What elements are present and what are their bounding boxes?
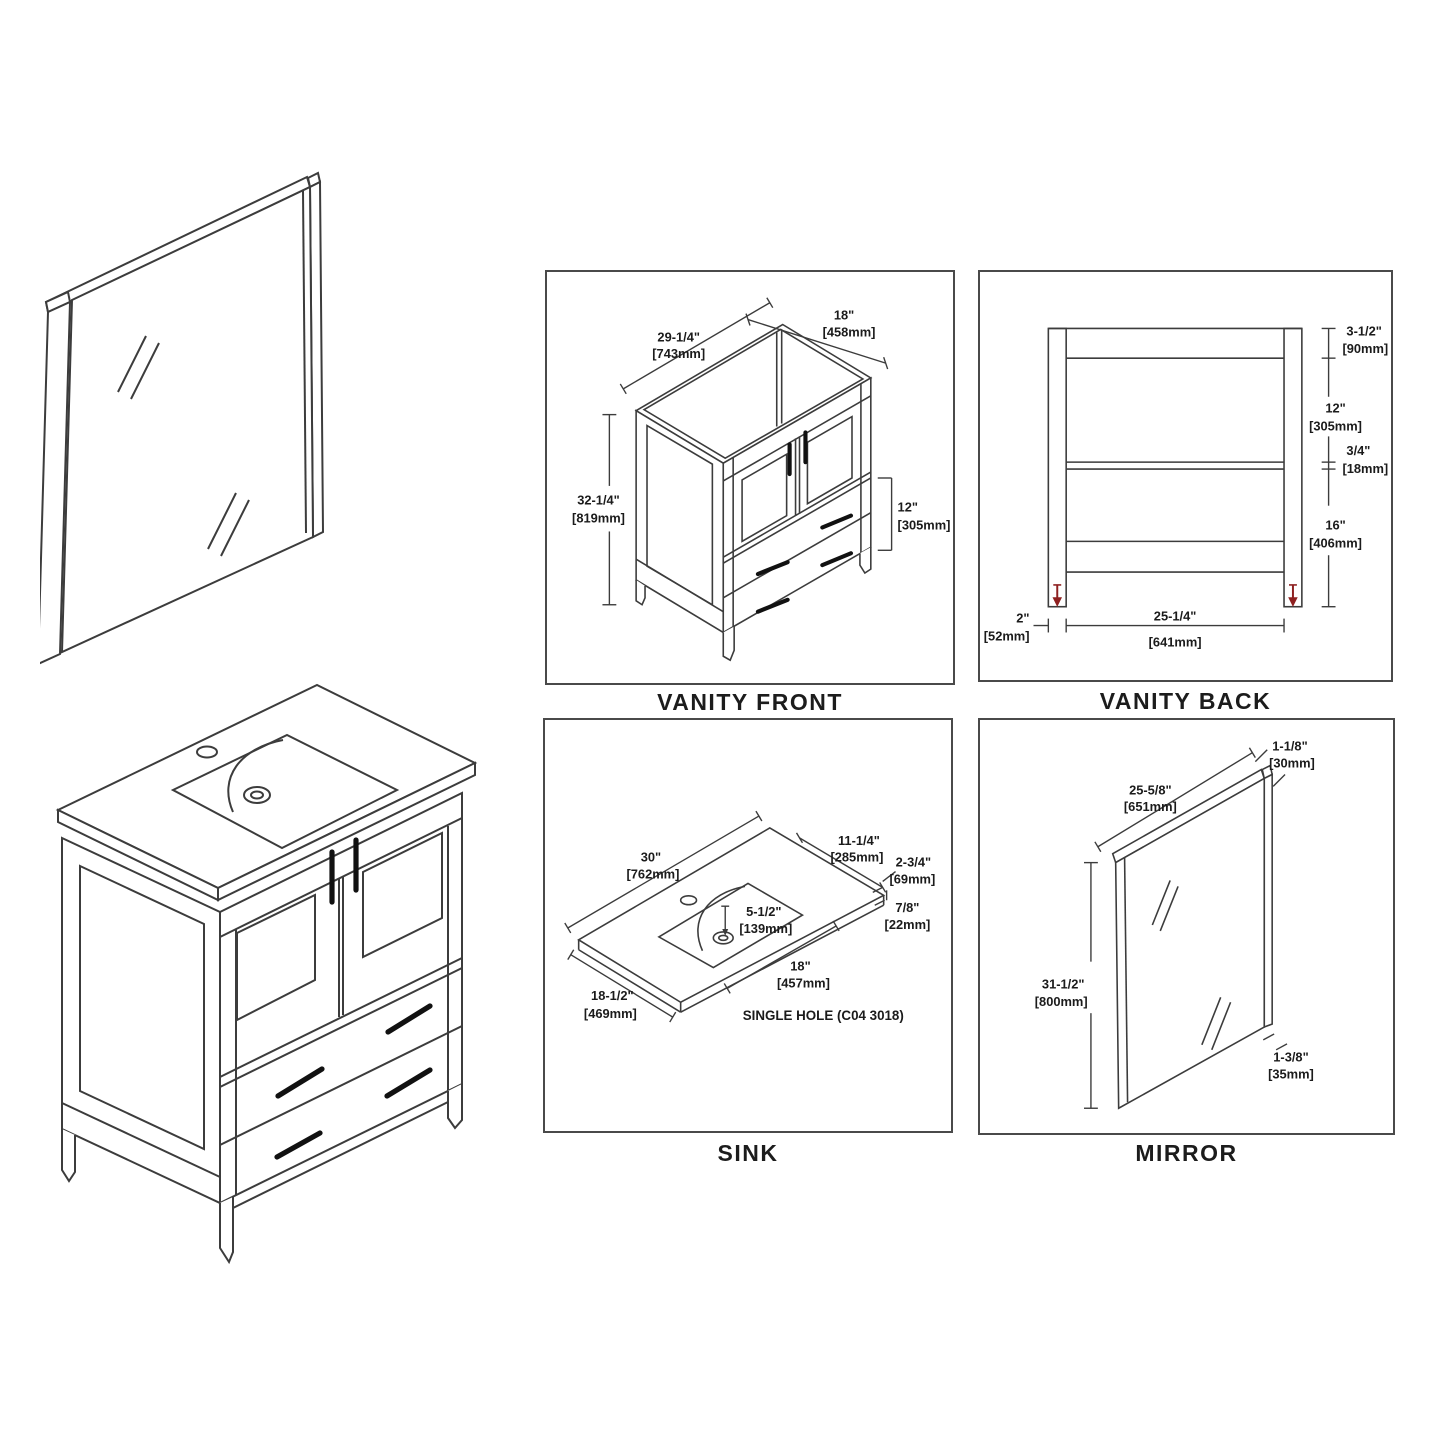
isometric-illustration xyxy=(40,171,478,1265)
dim-frame-bottom-mm: [35mm] xyxy=(1268,1067,1314,1082)
drawer-handles xyxy=(274,1003,433,1160)
dim-drawers-in: 12" xyxy=(898,500,918,515)
dim-width-in: 29-1/4" xyxy=(657,329,700,344)
leveler-arrow-left xyxy=(1052,584,1063,607)
dim-height-mm: [819mm] xyxy=(572,511,625,526)
dim-bowl-depth: 5-1/2" [139mm] xyxy=(721,904,792,936)
dim-thickness-in: 7/8" xyxy=(895,900,919,915)
dim-bowl-width-mm: [457mm] xyxy=(777,975,830,990)
mirror-reflection-marks xyxy=(1151,880,1232,1051)
dim-width: 29-1/4" [743mm] xyxy=(619,297,774,395)
door-handles xyxy=(787,430,808,477)
title-vanity-front: VANITY FRONT xyxy=(657,689,843,715)
panel-vanity-back-border: 3-1/2" [90mm] 12" [305mm] 3/4" [18mm] 16… xyxy=(978,270,1393,682)
dim-ladder: 3-1/2" [90mm] 12" [305mm] 3/4" [18mm] 16… xyxy=(1309,323,1388,608)
mirror-illustration xyxy=(40,171,325,665)
dim-shelf-mm: [18mm] xyxy=(1342,461,1388,476)
dim-height-in: 32-1/4" xyxy=(577,493,620,508)
title-mirror: MIRROR xyxy=(1135,1140,1238,1166)
dim-right-offset: 11-1/4" [285mm] xyxy=(795,832,887,893)
dim-edge-mm: [69mm] xyxy=(890,871,936,886)
vanity-illustration xyxy=(55,683,478,1265)
dim-counter-depth-mm: [469mm] xyxy=(584,1006,637,1021)
dim-span-in: 25-1/4" xyxy=(1154,609,1197,624)
dim-mirror-width: 25-5/8" [651mm] xyxy=(1094,747,1256,853)
dim-toprail-in: 3-1/2" xyxy=(1346,323,1381,338)
dim-right-offset-mm: [285mm] xyxy=(830,850,883,865)
faucet-hole xyxy=(679,895,698,906)
panel-vanity-back: 3-1/2" [90mm] 12" [305mm] 3/4" [18mm] 16… xyxy=(978,270,1393,682)
drawer-handles xyxy=(755,513,854,614)
dim-edge-in: 2-3/4" xyxy=(896,855,931,870)
dim-leg-mm: [52mm] xyxy=(984,628,1030,643)
dim-frame-bottom-in: 1-3/8" xyxy=(1273,1050,1308,1065)
dim-mirror-height-in: 31-1/2" xyxy=(1042,976,1085,991)
vanity-front-drawing: 29-1/4" [743mm] 18" [458mm] 3 xyxy=(572,297,951,662)
dim-span-mm: [641mm] xyxy=(1149,634,1202,649)
sink-note: SINGLE HOLE (C04 3018) xyxy=(743,1008,904,1023)
dim-drawers-mm: [305mm] xyxy=(898,517,951,532)
door-glass-left xyxy=(741,452,788,543)
panel-mirror: 25-5/8" [651mm] 31-1/2" [800mm] 1-1/8" xyxy=(978,718,1395,1135)
dim-bowl-depth-in: 5-1/2" xyxy=(746,904,781,919)
dim-drawers: 12" [305mm] xyxy=(877,477,951,551)
dim-depth-in: 18" xyxy=(834,308,854,323)
dim-mirror-width-mm: [651mm] xyxy=(1124,799,1177,814)
mirror-reflection-marks xyxy=(117,335,250,557)
dim-mid-mm: [305mm] xyxy=(1309,418,1362,433)
panel-mirror-border: 25-5/8" [651mm] 31-1/2" [800mm] 1-1/8" xyxy=(978,718,1395,1135)
door-glass-left xyxy=(236,893,316,1022)
dim-right-offset-in: 11-1/4" xyxy=(838,833,880,848)
dim-mid-in: 12" xyxy=(1325,401,1345,416)
door-glass-right xyxy=(806,415,853,506)
dim-leg-width: 2" [52mm] xyxy=(984,611,1050,643)
dim-bowl-width: 18" [457mm] xyxy=(723,920,840,994)
dim-width-mm: [743mm] xyxy=(652,346,705,361)
panel-vanity-front-border: 29-1/4" [743mm] 18" [458mm] 3 xyxy=(545,270,955,685)
panel-vanity-front: 29-1/4" [743mm] 18" [458mm] 3 xyxy=(545,270,955,685)
dim-depth: 18" [458mm] xyxy=(745,308,889,370)
door-glass-right xyxy=(362,831,443,959)
leveler-arrow-right xyxy=(1288,584,1298,607)
dim-bottom-width: 25-1/4" [641mm] xyxy=(1065,609,1285,649)
dim-bowl-width-in: 18" xyxy=(790,959,810,974)
sink-drawing: 30" [762mm] 11-1/4" [285mm] 2-3/4" [69mm… xyxy=(564,810,936,1023)
dim-counter-depth: 18-1/2" [469mm] xyxy=(567,949,677,1023)
dim-edge: 2-3/4" [69mm] xyxy=(882,855,936,886)
dim-thickness: 7/8" [22mm] xyxy=(872,886,931,932)
door-handles xyxy=(329,837,359,905)
dim-leg-in: 2" xyxy=(1016,611,1029,626)
vanity-back-drawing: 3-1/2" [90mm] 12" [305mm] 3/4" [18mm] 16… xyxy=(984,323,1388,649)
dim-counter-width: 30" [762mm] xyxy=(564,810,763,934)
panel-sink-border: 30" [762mm] 11-1/4" [285mm] 2-3/4" [69mm… xyxy=(543,718,953,1133)
panel-sink: 30" [762mm] 11-1/4" [285mm] 2-3/4" [69mm… xyxy=(543,718,953,1133)
dim-mirror-height: 31-1/2" [800mm] xyxy=(1035,861,1098,1109)
dim-toprail-mm: [90mm] xyxy=(1342,341,1388,356)
dim-frame-top-in: 1-1/8" xyxy=(1272,739,1307,754)
dim-depth-mm: [458mm] xyxy=(823,324,876,339)
dim-frame-top-mm: [30mm] xyxy=(1269,756,1315,771)
dim-mirror-width-in: 25-5/8" xyxy=(1129,782,1172,797)
dim-thickness-mm: [22mm] xyxy=(885,917,931,932)
mirror-drawing: 25-5/8" [651mm] 31-1/2" [800mm] 1-1/8" xyxy=(1035,739,1315,1110)
faucet-hole xyxy=(196,745,218,759)
dim-counter-width-mm: [762mm] xyxy=(626,866,679,881)
dim-bowl-depth-mm: [139mm] xyxy=(739,921,792,936)
dim-height: 32-1/4" [819mm] xyxy=(572,413,625,606)
dim-shelf-in: 3/4" xyxy=(1346,443,1370,458)
dim-frame-top: 1-1/8" [30mm] xyxy=(1254,739,1315,787)
title-vanity-back: VANITY BACK xyxy=(1099,688,1272,714)
dim-frame-bottom: 1-3/8" [35mm] xyxy=(1262,1033,1314,1082)
dim-lower-mm: [406mm] xyxy=(1309,535,1362,550)
dim-lower-in: 16" xyxy=(1325,517,1345,532)
title-sink: SINK xyxy=(717,1140,779,1166)
dim-counter-depth-in: 18-1/2" xyxy=(591,988,634,1003)
dim-mirror-height-mm: [800mm] xyxy=(1035,994,1088,1009)
dim-counter-width-in: 30" xyxy=(641,850,661,865)
